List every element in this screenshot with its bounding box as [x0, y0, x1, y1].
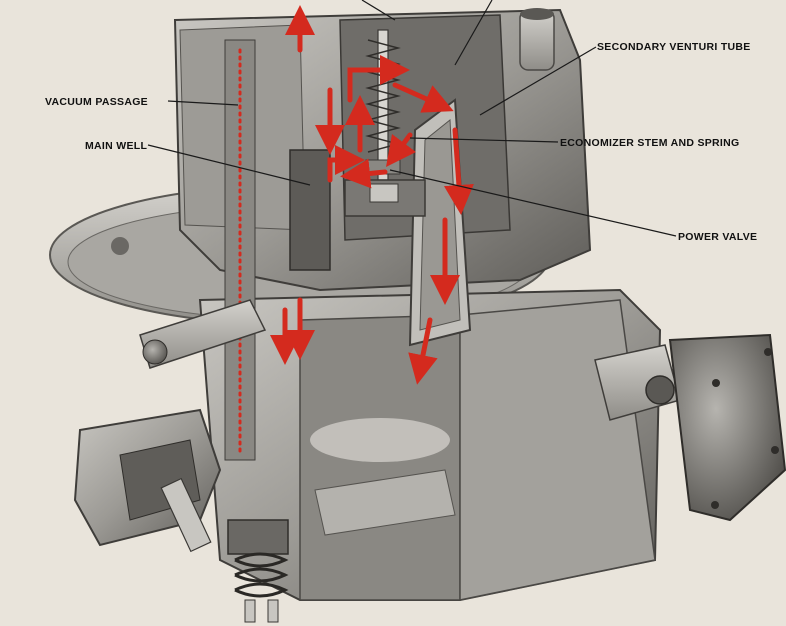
flow-arrow-icon	[347, 55, 410, 103]
leader-line-main-well	[147, 144, 311, 186]
leader-line-top-left	[361, 0, 396, 21]
economizer-stem-and-spring-label: ECONOMIZER STEM AND SPRING	[560, 137, 740, 149]
power-valve	[344, 179, 426, 217]
leader-line-top-right	[454, 0, 493, 66]
leader-line-economizer	[409, 137, 559, 143]
flow-arrow-icon	[408, 317, 438, 385]
main-well	[289, 149, 331, 271]
idle-adjusting-spring	[227, 519, 289, 623]
throttle-body	[198, 288, 662, 601]
leader-lines	[147, 0, 677, 237]
power-valve-label: POWER VALVE	[678, 231, 758, 243]
throttle-linkage	[73, 299, 267, 553]
leader-line-secondary-venturi	[479, 46, 597, 116]
fuel-inlet-fitting	[594, 333, 786, 522]
flow-arrow-icon	[340, 158, 388, 189]
vacuum-passage-label: VACUUM PASSAGE	[45, 96, 148, 108]
vacuum-passage	[224, 39, 256, 461]
flow-arrow-icon	[443, 127, 474, 215]
flow-arrow-icon	[386, 132, 416, 167]
main-well-label: MAIN WELL	[85, 140, 148, 152]
leader-line-power-valve	[389, 169, 677, 237]
secondary-venturi-tube-label: SECONDARY VENTURI TUBE	[597, 41, 751, 53]
fuel-flow-arrows	[270, 5, 474, 385]
flow-arrow-icon	[392, 82, 454, 113]
leader-line-vacuum-passage	[167, 100, 239, 106]
